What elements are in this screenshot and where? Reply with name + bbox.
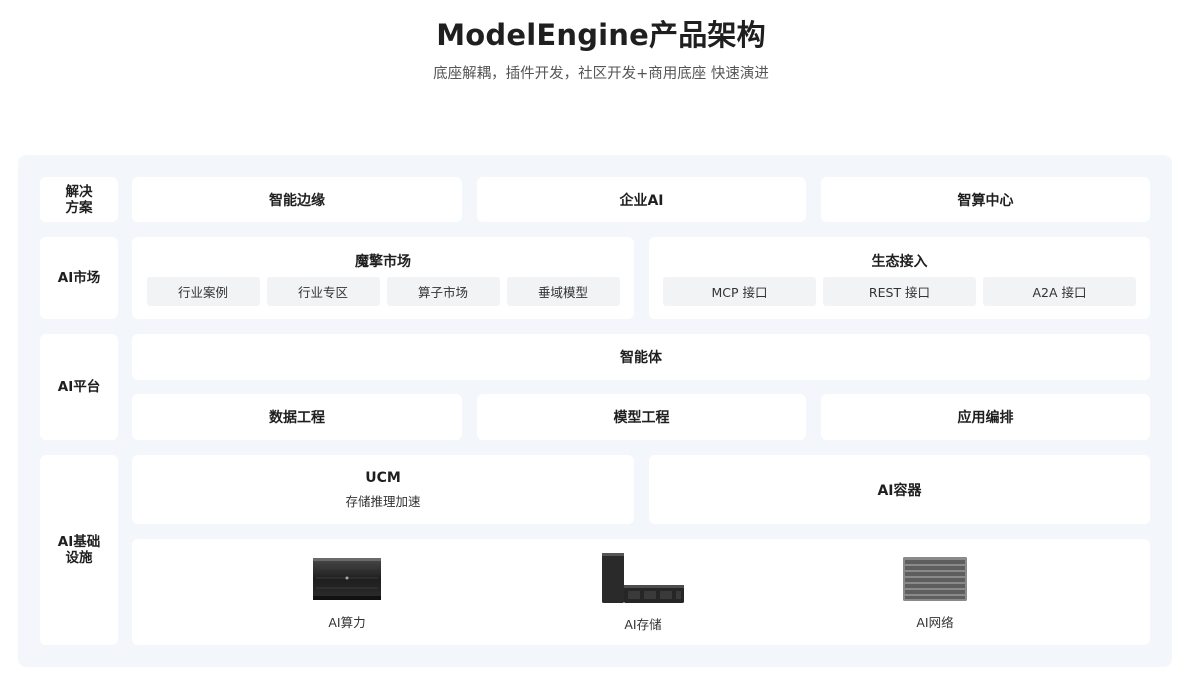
- market-group-moqing: 魔擎市场 行业案例 行业专区 算子市场 垂域模型: [132, 237, 634, 319]
- row-label-text: AI平台: [57, 379, 101, 395]
- container-label: AI容器: [877, 482, 922, 499]
- solution-label: 企业AI: [619, 192, 664, 209]
- hardware-item-compute: AI算力: [312, 556, 382, 631]
- hardware-label: AI存储: [624, 617, 662, 632]
- infra-hardware-card: AI算力 AI存储: [132, 539, 1150, 645]
- market-chip: MCP 接口: [663, 277, 816, 306]
- row-label-market: AI市场: [40, 237, 118, 319]
- market-chip: 行业案例: [146, 277, 260, 306]
- row-label-solutions: 解决 方案: [40, 177, 118, 222]
- row-label-platform: AI平台: [40, 334, 118, 440]
- row-label-text: AI基础 设施: [57, 534, 101, 566]
- ai-network-switch-icon: [903, 557, 967, 601]
- hardware-label: AI算力: [328, 615, 366, 630]
- solution-card-compute-center: 智算中心: [821, 177, 1150, 222]
- solution-label: 智算中心: [957, 192, 1014, 209]
- platform-label: 数据工程: [269, 410, 325, 426]
- infra-container-card: AI容器: [649, 455, 1150, 524]
- ucm-subtitle: 存储推理加速: [345, 493, 421, 509]
- market-chip: REST 接口: [823, 277, 976, 306]
- hardware-label: AI网络: [916, 615, 954, 630]
- platform-label: 应用编排: [957, 410, 1014, 426]
- market-group-ecosystem: 生态接入 MCP 接口 REST 接口 A2A 接口: [649, 237, 1150, 319]
- market-chip-list: 行业案例 行业专区 算子市场 垂域模型: [146, 277, 620, 306]
- platform-agent-card: 智能体: [132, 334, 1150, 380]
- solution-card-enterprise: 企业AI: [477, 177, 806, 222]
- market-chip: 算子市场: [386, 277, 500, 306]
- page-subtitle: 底座解耦，插件开发，社区开发+商用底座 快速演进: [433, 66, 769, 82]
- market-chip: 垂域模型: [506, 277, 620, 306]
- ucm-title: UCM: [365, 469, 401, 486]
- platform-agent-label: 智能体: [620, 350, 662, 366]
- market-chip: 行业专区: [266, 277, 380, 306]
- page-title: ModelEngine产品架构: [436, 18, 766, 52]
- platform-card-model: 模型工程: [477, 394, 806, 440]
- architecture-panel: 解决 方案 智能边缘 企业AI 智算中心 AI市场 魔擎市场 行业案例 行业专区…: [18, 155, 1172, 667]
- solution-label: 智能边缘: [269, 192, 325, 209]
- platform-card-orchestration: 应用编排: [821, 394, 1150, 440]
- row-label-infra: AI基础 设施: [40, 455, 118, 645]
- solution-card-edge: 智能边缘: [132, 177, 462, 222]
- market-chip-list: MCP 接口 REST 接口 A2A 接口: [663, 277, 1136, 306]
- platform-card-data: 数据工程: [132, 394, 462, 440]
- hardware-item-network: AI网络: [902, 556, 968, 631]
- market-chip: A2A 接口: [983, 277, 1136, 306]
- row-label-text: 解决 方案: [65, 183, 93, 216]
- infra-ucm-card: UCM 存储推理加速: [132, 455, 634, 524]
- market-group-title: 生态接入: [871, 254, 928, 270]
- market-group-title: 魔擎市场: [355, 254, 411, 270]
- ai-storage-rack-icon: [602, 553, 684, 603]
- platform-label: 模型工程: [613, 410, 670, 426]
- row-label-text: AI市场: [57, 270, 101, 286]
- hardware-item-storage: AI存储: [600, 551, 686, 633]
- ai-compute-server-icon: [313, 558, 381, 600]
